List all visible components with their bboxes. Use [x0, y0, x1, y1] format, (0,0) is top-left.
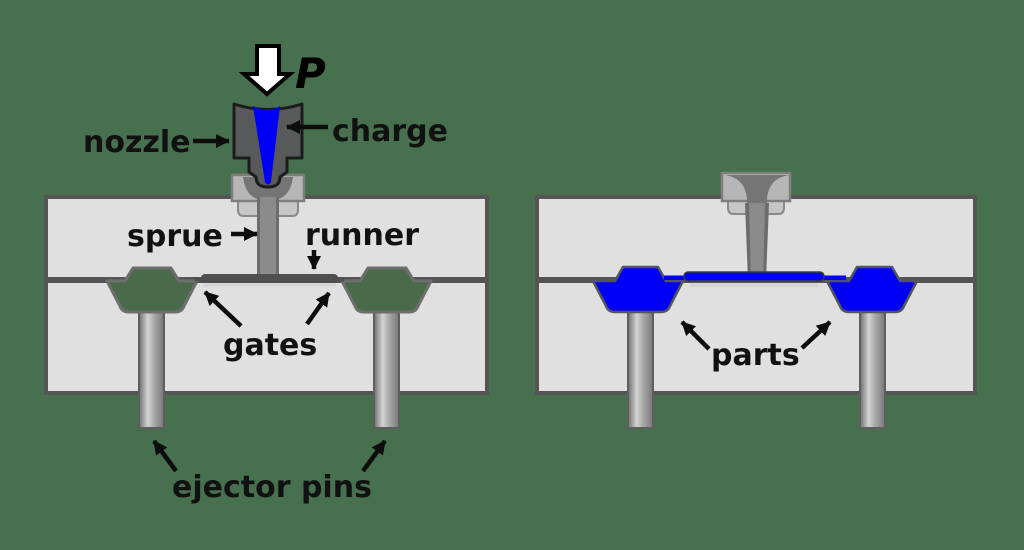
parting-line-seam [690, 283, 818, 287]
mold-cavity-left [105, 266, 199, 314]
molded-part-left [591, 265, 685, 314]
sprue-label: sprue [127, 219, 223, 254]
right-sprue-channel [749, 203, 765, 281]
ejector-pin-left [627, 307, 654, 429]
gate-left [195, 277, 207, 282]
charge-melt [253, 106, 280, 185]
mold-cavity-right [340, 266, 433, 314]
charge-label: charge [332, 114, 448, 149]
ejector-arrow-left-icon [152, 439, 178, 473]
runner-channel [201, 274, 338, 283]
callouts: nozzle charge sprue runner gates ejector… [83, 114, 832, 505]
parts-arrow-right-icon [800, 320, 832, 350]
pressure-arrow-icon [238, 44, 296, 97]
parts-arrow-left-icon [680, 320, 711, 351]
ejector-pins-label: ejector pins [172, 470, 372, 505]
filled-runner [683, 271, 825, 282]
gates-arrow-right-icon [305, 291, 331, 326]
nozzle-label: nozzle [83, 125, 191, 160]
right-sprue-funnel [725, 175, 789, 206]
gates-label: gates [223, 328, 317, 363]
right-mold-section [535, 171, 977, 429]
filled-gate-right [818, 275, 846, 280]
ejector-pin-right [373, 307, 400, 429]
left-mold-section [44, 102, 489, 429]
parts-label: parts [711, 338, 800, 373]
gate-right [332, 277, 344, 282]
filled-gate-left [664, 275, 690, 280]
molded-part-right [825, 265, 919, 314]
gates-arrow-left-icon [203, 290, 243, 328]
left-sprue-channel [260, 197, 276, 277]
parting-line-seam [203, 283, 336, 287]
ejector-pin-left [138, 307, 165, 429]
ejector-pin-right [859, 307, 886, 429]
ejector-arrow-right-icon [361, 439, 387, 473]
pressure-label: P [295, 49, 326, 98]
runner-label: runner [305, 218, 419, 253]
